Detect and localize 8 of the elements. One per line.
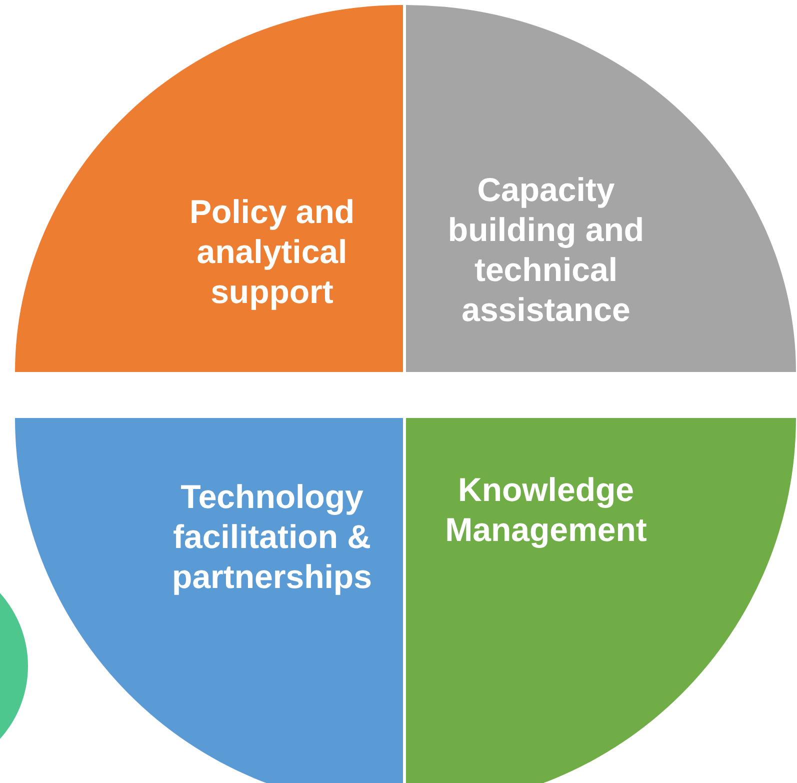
segment-label: Knowledge Management [444, 470, 648, 550]
quadrant-segment [406, 5, 797, 372]
segment-label: Capacity building and technical assistance [446, 170, 646, 330]
segment-label: Policy and analytical support [188, 192, 356, 312]
quadrant-segment [15, 418, 403, 783]
segment-label: Technology facilitation & partnerships [171, 477, 373, 597]
quadrant-segment [15, 5, 403, 372]
quadrant-segment [406, 418, 797, 783]
